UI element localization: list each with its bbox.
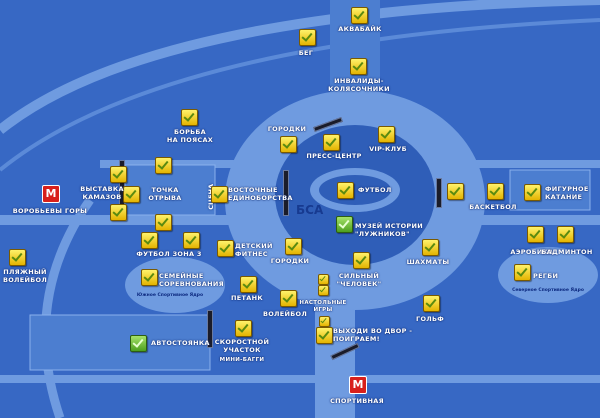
venue-marker-icon[interactable]	[514, 264, 531, 281]
venue-label: ФУТБОЛ ЗОНА 3	[136, 250, 202, 258]
venue-marker-icon[interactable]	[378, 126, 395, 143]
venue-marker-icon[interactable]	[319, 316, 330, 327]
parking-marker-icon[interactable]	[130, 335, 147, 352]
venue-marker-icon[interactable]	[211, 186, 228, 203]
venue-label: АКВАБАЙК	[338, 25, 382, 33]
venue-marker-icon[interactable]	[447, 183, 464, 200]
venue-marker-icon[interactable]	[141, 232, 158, 249]
venue-marker-icon[interactable]	[155, 157, 172, 174]
venue-label: ГОРОДКИ	[270, 257, 310, 265]
metro-icon[interactable]: M	[349, 376, 367, 394]
venue-label: БЕГ	[298, 49, 314, 57]
venue-label: ДЕТСКИЙ ФИТНЕС	[235, 242, 273, 258]
venue-label: ГОЛЬФ	[416, 315, 444, 323]
venue-marker-icon[interactable]	[217, 240, 234, 257]
venue-label: ПЛЯЖНЫЙ ВОЛЕЙБОЛ	[2, 268, 48, 284]
venue-marker-icon[interactable]	[423, 295, 440, 312]
venue-marker-icon[interactable]	[181, 109, 198, 126]
venue-marker-icon[interactable]	[299, 29, 316, 46]
venue-marker-icon[interactable]	[323, 134, 340, 151]
venue-label: НАСТОЛЬНЫЕ ИГРЫ	[299, 300, 347, 313]
venue-marker-icon[interactable]	[351, 7, 368, 24]
venue-marker-icon[interactable]	[9, 249, 26, 266]
venue-label: ВЫСТАВКА КАМАЗОВ	[80, 185, 124, 201]
museum-marker-icon[interactable]	[336, 216, 353, 233]
stand-bar	[436, 178, 442, 208]
venue-label: ВОЛЕЙБОЛ	[262, 310, 308, 318]
venue-label: СИЛЬНЫЙ "ЧЕЛОВЕК"	[336, 272, 382, 288]
venue-label: ПРЕСС-ЦЕНТР	[306, 152, 362, 160]
venue-marker-icon[interactable]	[350, 58, 367, 75]
venue-label: ГОРОДКИ	[267, 125, 307, 133]
venue-marker-icon[interactable]	[527, 226, 544, 243]
venue-marker-icon[interactable]	[422, 239, 439, 256]
venue-label: АВТОСТОЯНКА	[151, 339, 210, 347]
venue-label: СЕМЕЙНЫЕ СОРЕВНОВАНИЯ	[159, 272, 224, 288]
metro-icon[interactable]: M	[42, 185, 60, 203]
metro-label: СПОРТИВНАЯ	[330, 397, 384, 405]
venue-marker-icon[interactable]	[318, 285, 329, 296]
venue-marker-icon[interactable]	[316, 327, 333, 344]
venue-label: СКОРОСТНОЙ УЧАСТОК	[214, 338, 270, 354]
venue-label: БОРЬБА НА ПОЯСАХ	[166, 128, 214, 144]
venue-marker-icon[interactable]	[235, 320, 252, 337]
venue-marker-icon[interactable]	[280, 290, 297, 307]
venue-label: РЕГБИ	[533, 272, 559, 280]
venue-marker-icon[interactable]	[240, 276, 257, 293]
venue-label: ВОСТОЧНЫЕ ЕДИНОБОРСТВА	[228, 186, 293, 202]
venue-label: ТОЧКА ОТРЫВА	[148, 186, 182, 202]
venue-marker-icon[interactable]	[280, 136, 297, 153]
north-zone-label: Северное Спортивное Ядро	[512, 288, 584, 293]
venue-label: ФИГУРНОЕ КАТАНИЕ	[545, 185, 589, 201]
stand-bar	[207, 310, 213, 348]
venue-label: ШАХМАТЫ	[406, 258, 450, 266]
venue-marker-icon[interactable]	[110, 204, 127, 221]
venue-marker-icon[interactable]	[123, 186, 140, 203]
venue-label: ИНВАЛИДЫ- КОЛЯСОЧНИКИ	[328, 77, 390, 93]
venue-label: VIP-КЛУБ	[369, 145, 407, 153]
venue-label: БАСКЕТБОЛ	[469, 203, 517, 211]
venue-marker-icon[interactable]	[285, 238, 302, 255]
venue-label: ПЕТАНК	[231, 294, 263, 302]
venue-label: МИНИ-БАГГИ	[219, 357, 265, 363]
south-zone-label: Южное Спортивное Ядро	[136, 293, 204, 298]
bsa-label: БСА	[296, 203, 324, 217]
venue-label: АЭРОБИКА	[510, 248, 554, 256]
venue-marker-icon[interactable]	[141, 269, 158, 286]
venue-label: МУЗЕЙ ИСТОРИИ "ЛУЖНИКОВ"	[355, 222, 423, 238]
venue-label: ВЫХОДИ ВО ДВОР - ПОИГРАЕМ!	[333, 327, 413, 343]
stand-bar	[283, 170, 289, 216]
venue-marker-icon[interactable]	[487, 183, 504, 200]
venue-marker-icon[interactable]	[318, 274, 329, 285]
venue-label: БАДМИНТОН	[541, 248, 593, 256]
venue-marker-icon[interactable]	[155, 214, 172, 231]
venue-marker-icon[interactable]	[110, 166, 127, 183]
venue-marker-icon[interactable]	[353, 252, 370, 269]
venue-marker-icon[interactable]	[337, 182, 354, 199]
venue-marker-icon[interactable]	[524, 184, 541, 201]
venue-marker-icon[interactable]	[557, 226, 574, 243]
metro-label: ВОРОБЬЕВЫ ГОРЫ	[12, 207, 88, 215]
venue-marker-icon[interactable]	[183, 232, 200, 249]
venue-label: ФУТБОЛ	[358, 186, 392, 194]
